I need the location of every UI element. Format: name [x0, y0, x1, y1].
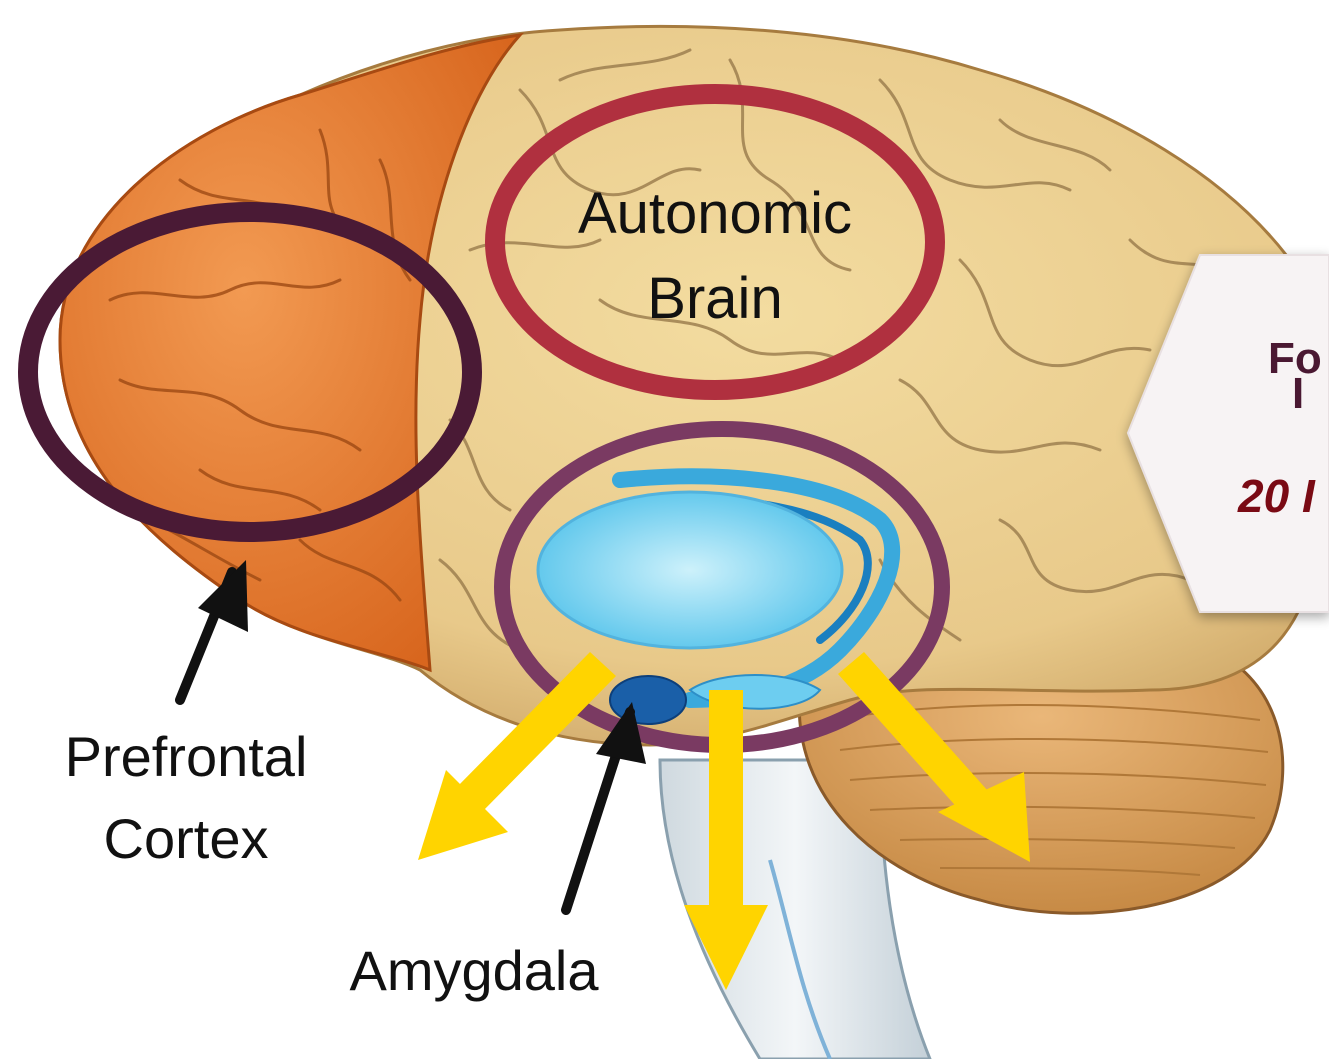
- thalamus-region: [538, 492, 842, 648]
- prefrontal-label-line-1: Prefrontal: [65, 725, 308, 788]
- amygdala-label: Amygdala: [349, 939, 599, 1002]
- autonomic-label-line-1: Autonomic: [578, 181, 852, 246]
- callout-line-3: 20 I: [1237, 470, 1316, 522]
- amygdala-shape: [610, 676, 686, 724]
- callout-line-2: I: [1292, 369, 1304, 418]
- autonomic-label-line-2: Brain: [647, 266, 782, 331]
- prefrontal-label-line-2: Cortex: [104, 807, 269, 870]
